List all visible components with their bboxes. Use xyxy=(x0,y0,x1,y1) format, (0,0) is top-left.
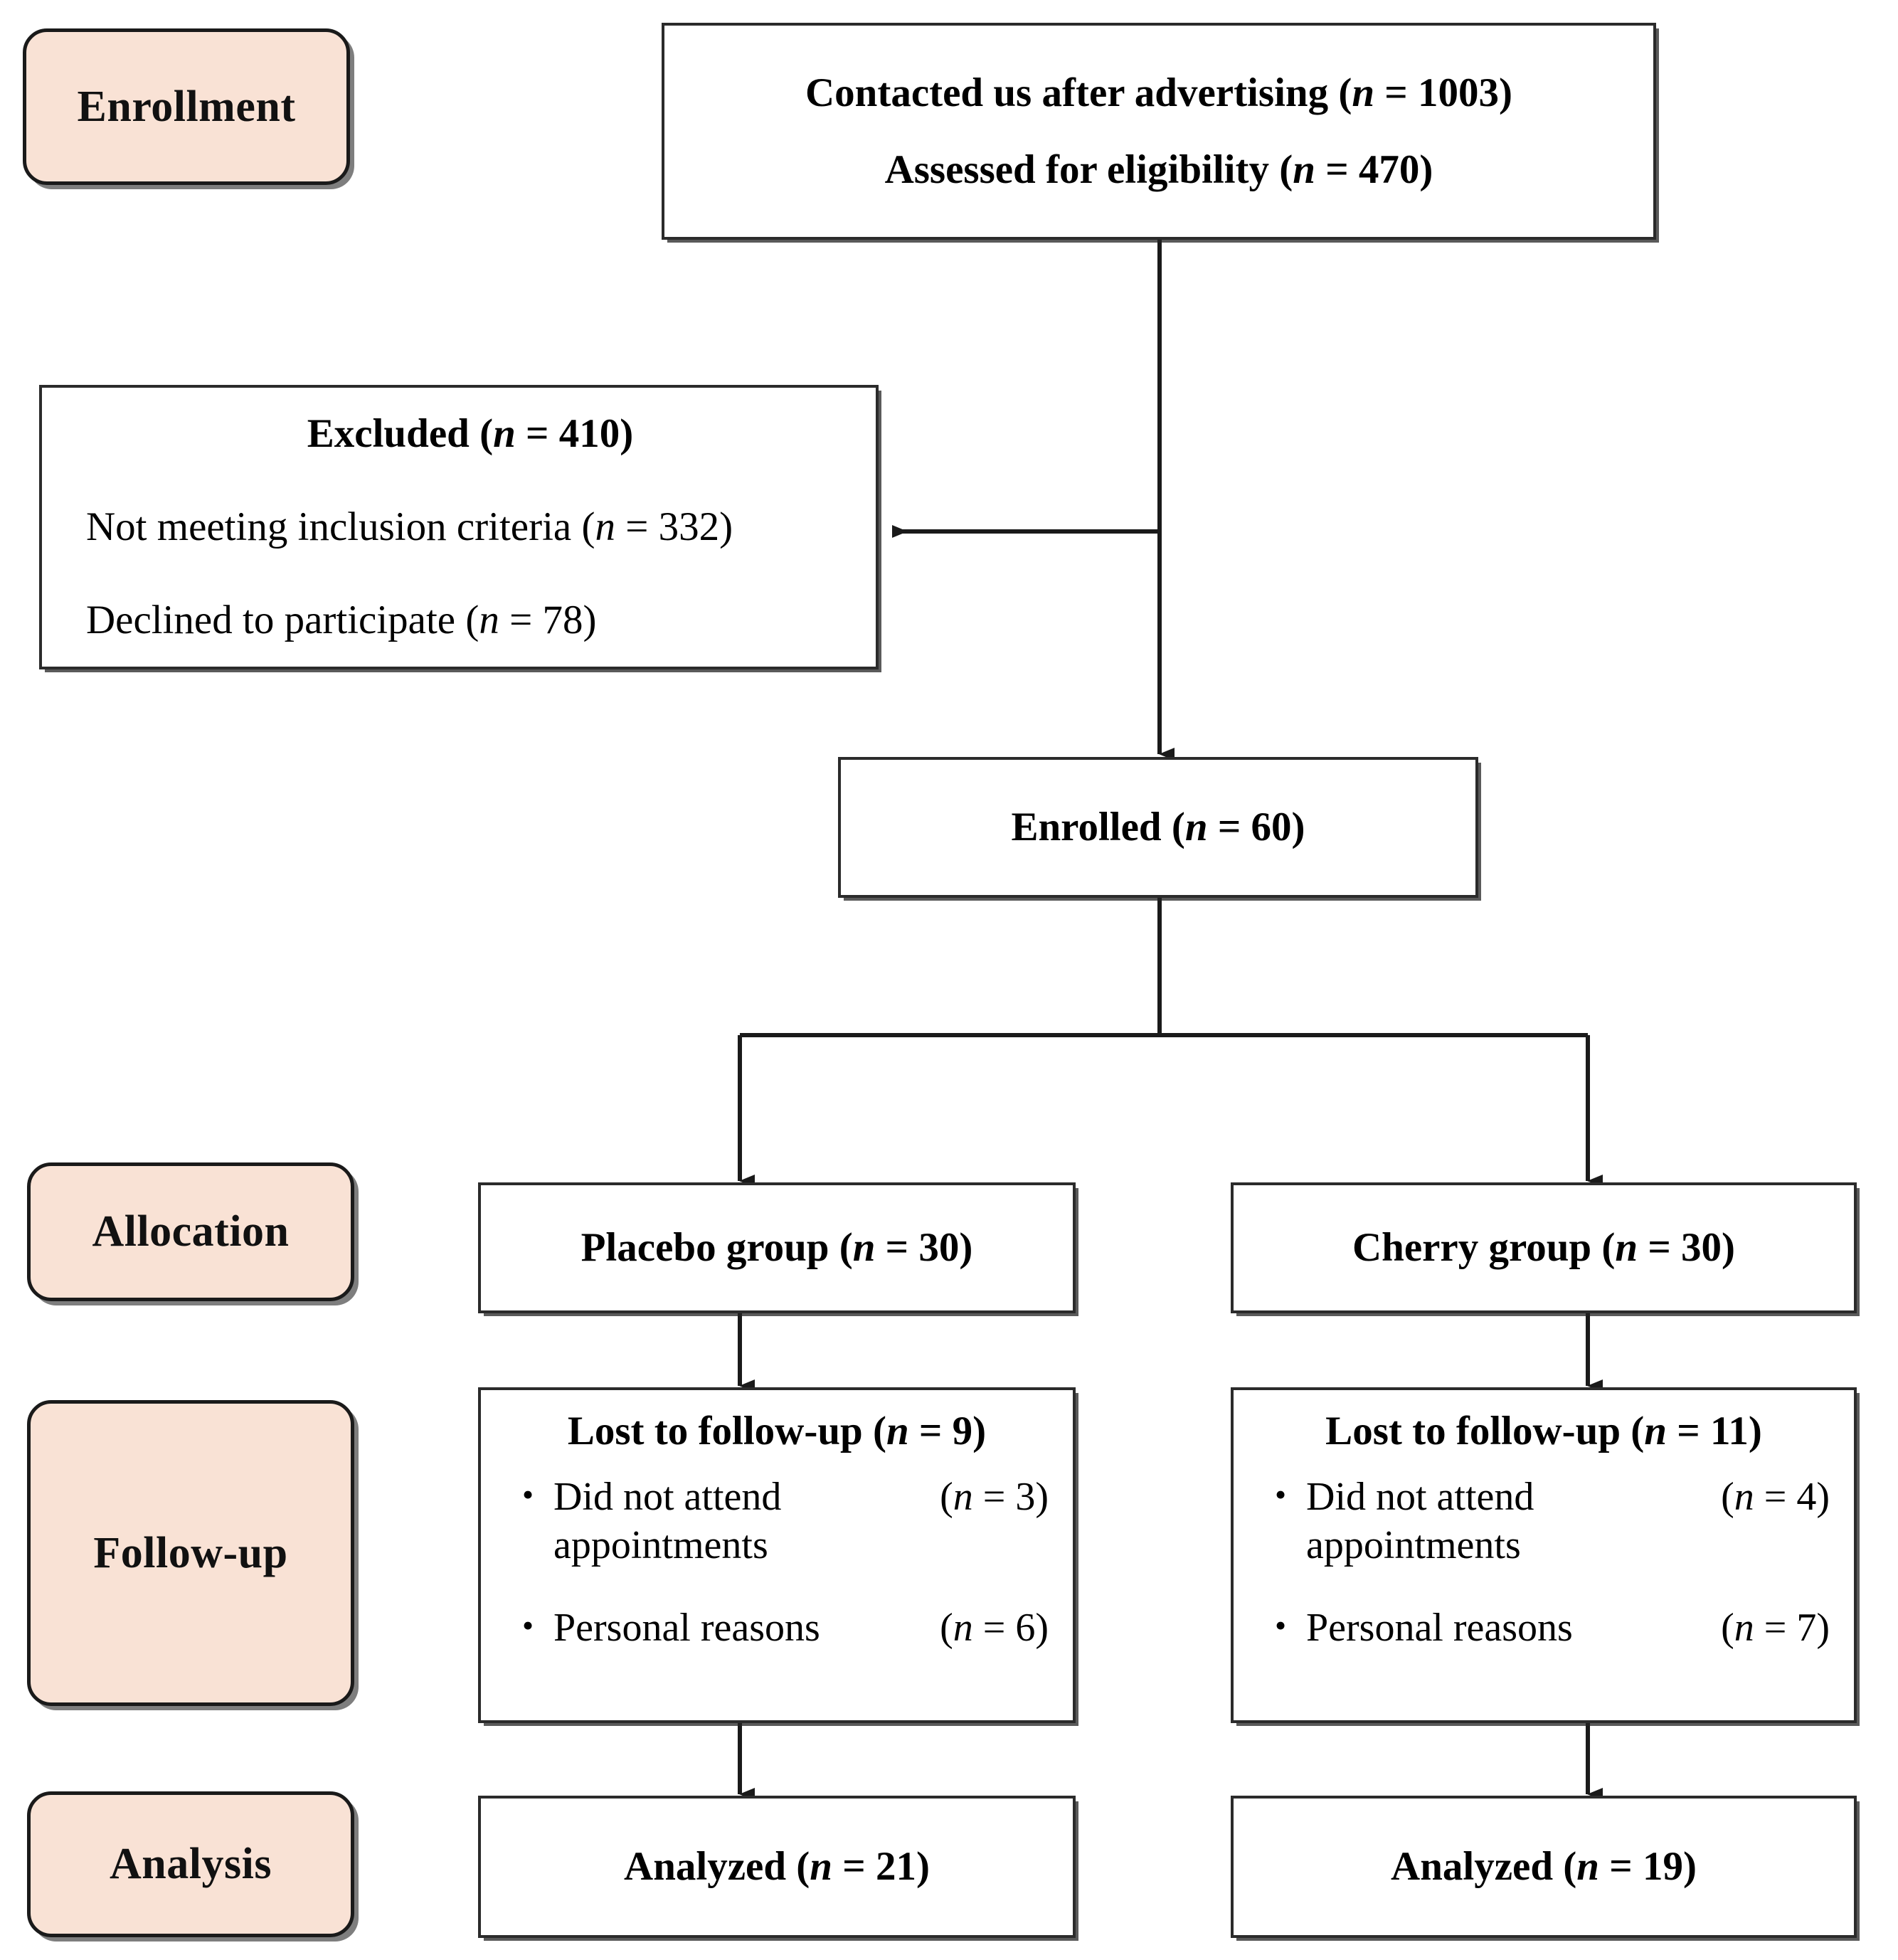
placebo-analyzed-line: Analyzed (n = 21) xyxy=(624,1844,930,1890)
list-item: • Personal reasons (n = 6) xyxy=(522,1604,1056,1652)
stage-label-followup: Follow-up xyxy=(27,1400,354,1706)
placebo-analyzed-count: = 21) xyxy=(832,1844,930,1890)
cherry-followup-label: Lost to follow-up ( xyxy=(1325,1409,1645,1453)
excluded-reason-inclusion-count: = 332) xyxy=(615,504,733,550)
cherry-followup-box: Lost to follow-up (n = 11) • Did not att… xyxy=(1231,1387,1857,1723)
excluded-heading: Excluded (n = 410) xyxy=(307,411,633,457)
cherry-reason-appointments-count: (n = 4) xyxy=(1721,1473,1837,1570)
cherry-analyzed-box: Analyzed (n = 19) xyxy=(1231,1796,1857,1938)
contacted-line: Contacted us after advertising (n = 1003… xyxy=(805,70,1512,116)
enrolled-box: Enrolled (n = 60) xyxy=(838,757,1478,898)
cherry-allocation-line: Cherry group (n = 30) xyxy=(1352,1225,1735,1271)
paren-open: ( xyxy=(940,1606,953,1651)
assessed-label: Assessed for eligibility ( xyxy=(884,147,1293,192)
contacted-n-symbol: n xyxy=(1352,70,1375,115)
bullet-icon: • xyxy=(522,1476,534,1513)
excluded-n-symbol: n xyxy=(493,411,516,457)
n-symbol: n xyxy=(953,1606,973,1651)
excluded-reason-declined-count: = 78) xyxy=(499,597,597,642)
enrolled-label: Enrolled ( xyxy=(1011,805,1185,850)
excluded-reason-declined-n-symbol: n xyxy=(479,597,499,642)
cherry-analyzed-n-symbol: n xyxy=(1576,1844,1599,1890)
placebo-allocation-label: Placebo group ( xyxy=(580,1225,853,1271)
stage-label-analysis-text: Analysis xyxy=(110,1840,272,1888)
excluded-reason-declined: Declined to participate (n = 78) xyxy=(86,598,596,643)
cherry-analyzed-count: = 19) xyxy=(1599,1844,1697,1890)
cherry-allocation-n-symbol: n xyxy=(1615,1225,1638,1271)
cherry-analyzed-line: Analyzed (n = 19) xyxy=(1391,1844,1697,1890)
cherry-analyzed-label: Analyzed ( xyxy=(1391,1844,1577,1890)
enrolled-count: = 60) xyxy=(1207,805,1305,850)
enrolled-line: Enrolled (n = 60) xyxy=(1011,805,1305,850)
cherry-followup-count: = 11) xyxy=(1666,1409,1762,1453)
paren-open: ( xyxy=(940,1474,953,1519)
placebo-allocation-line: Placebo group (n = 30) xyxy=(581,1225,973,1271)
list-item: • Did not attend appointments (n = 3) xyxy=(522,1473,1056,1570)
excluded-reason-inclusion-label: Not meeting inclusion criteria ( xyxy=(86,504,595,550)
bullet-icon: • xyxy=(1275,1607,1287,1644)
cherry-followup-reasons: • Did not attend appointments (n = 4) • … xyxy=(1234,1454,1854,1653)
placebo-reason-appointments-count: (n = 3) xyxy=(940,1473,1056,1570)
n-value: = 3) xyxy=(972,1474,1049,1519)
placebo-allocation-box: Placebo group (n = 30) xyxy=(478,1182,1076,1313)
list-item: • Personal reasons (n = 7) xyxy=(1275,1604,1837,1652)
stage-label-followup-text: Follow-up xyxy=(93,1528,288,1577)
contacted-label: Contacted us after advertising ( xyxy=(805,70,1352,115)
n-symbol: n xyxy=(953,1474,973,1519)
paren-open: ( xyxy=(1721,1474,1734,1519)
paren-open: ( xyxy=(1721,1606,1734,1651)
stage-label-enrollment: Enrollment xyxy=(23,28,350,185)
cherry-reason-appointments-label: Did not attend appointments xyxy=(1306,1474,1534,1568)
cherry-reason-personal-label: Personal reasons xyxy=(1306,1606,1573,1651)
excluded-count: = 410) xyxy=(515,411,634,457)
n-value: = 7) xyxy=(1754,1606,1830,1651)
placebo-reason-personal-label: Personal reasons xyxy=(553,1606,820,1651)
placebo-followup-reasons: • Did not attend appointments (n = 3) • … xyxy=(481,1454,1073,1653)
contacted-count: = 1003) xyxy=(1374,70,1513,115)
bullet-icon: • xyxy=(1275,1476,1287,1513)
stage-label-allocation: Allocation xyxy=(27,1162,354,1301)
stage-label-analysis: Analysis xyxy=(27,1791,354,1937)
excluded-reason-inclusion-n-symbol: n xyxy=(595,504,615,550)
list-item: • Did not attend appointments (n = 4) xyxy=(1275,1473,1837,1570)
placebo-analyzed-label: Analyzed ( xyxy=(624,1844,810,1890)
stage-label-allocation-text: Allocation xyxy=(92,1207,290,1256)
excluded-box: Excluded (n = 410) Not meeting inclusion… xyxy=(39,385,879,669)
placebo-followup-heading: Lost to follow-up (n = 9) xyxy=(568,1409,986,1454)
excluded-reason-declined-label: Declined to participate ( xyxy=(86,597,479,642)
assessed-line: Assessed for eligibility (n = 470) xyxy=(885,147,1433,193)
placebo-followup-label: Lost to follow-up ( xyxy=(567,1409,886,1453)
cherry-allocation-box: Cherry group (n = 30) xyxy=(1231,1182,1857,1313)
screening-box: Contacted us after advertising (n = 1003… xyxy=(662,23,1656,240)
placebo-analyzed-box: Analyzed (n = 21) xyxy=(478,1796,1076,1938)
cherry-allocation-label: Cherry group ( xyxy=(1352,1225,1616,1271)
stage-label-enrollment-text: Enrollment xyxy=(77,82,296,131)
placebo-analyzed-n-symbol: n xyxy=(810,1844,832,1890)
excluded-label: Excluded ( xyxy=(307,411,494,457)
placebo-allocation-n-symbol: n xyxy=(852,1225,876,1271)
n-symbol: n xyxy=(1734,1606,1754,1651)
assessed-count: = 470) xyxy=(1315,147,1433,192)
placebo-reason-personal-count: (n = 6) xyxy=(940,1604,1056,1652)
placebo-allocation-count: = 30) xyxy=(875,1225,973,1271)
n-value: = 6) xyxy=(972,1606,1049,1651)
excluded-reason-inclusion: Not meeting inclusion criteria (n = 332) xyxy=(86,504,733,550)
assessed-n-symbol: n xyxy=(1293,147,1315,192)
enrolled-n-symbol: n xyxy=(1184,805,1208,850)
cherry-followup-n-symbol: n xyxy=(1644,1409,1667,1453)
cherry-reason-personal-count: (n = 7) xyxy=(1721,1604,1837,1652)
cherry-followup-heading: Lost to follow-up (n = 11) xyxy=(1325,1409,1762,1454)
n-value: = 4) xyxy=(1754,1474,1830,1519)
bullet-icon: • xyxy=(522,1607,534,1644)
placebo-reason-appointments-label: Did not attend appointments xyxy=(553,1474,782,1568)
n-symbol: n xyxy=(1734,1474,1754,1519)
cherry-allocation-count: = 30) xyxy=(1638,1225,1736,1271)
placebo-followup-n-symbol: n xyxy=(886,1409,909,1453)
placebo-followup-count: = 9) xyxy=(908,1409,987,1453)
placebo-followup-box: Lost to follow-up (n = 9) • Did not atte… xyxy=(478,1387,1076,1723)
